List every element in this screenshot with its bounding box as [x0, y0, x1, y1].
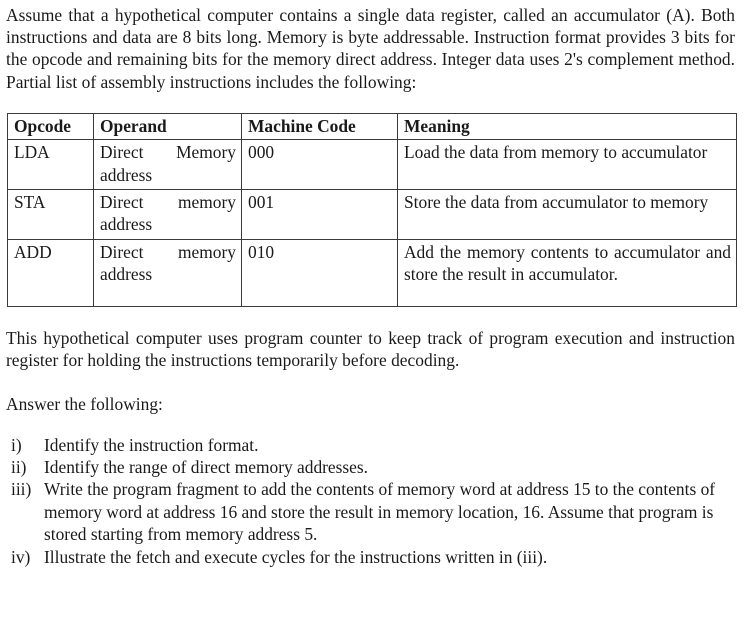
column-header-meaning: Meaning [397, 112, 737, 141]
list-item: iv) Illustrate the fetch and execute cycl… [11, 546, 735, 568]
questions-list: i) Identify the instruction format. ii) Id… [6, 434, 735, 568]
intro-paragraph: Assume that a hypothetical computer cont… [6, 5, 735, 92]
cell-machine-code: 001 [241, 189, 398, 241]
cell-meaning: Add the memory contents to accumulator a… [397, 239, 737, 308]
list-item: iii) Write the program fragment to add th… [11, 478, 735, 545]
column-header-machine-code: Machine Code [241, 112, 398, 141]
cell-operand: Direct Memory address [93, 139, 242, 191]
cell-machine-code: 010 [241, 239, 398, 308]
list-item-text: Illustrate the fetch and execute cycles … [44, 546, 548, 567]
table-row: LDA Direct Memory address 000 Load the d… [7, 139, 737, 191]
list-marker: i) [11, 434, 22, 455]
cell-machine-code: 000 [241, 139, 398, 191]
cell-opcode: ADD [7, 239, 94, 308]
table-row: STA Direct memory address 001 Store the … [7, 189, 737, 241]
cell-operand: Direct memory address [93, 239, 242, 308]
instruction-set-table: Opcode Operand Machine Code Meaning LDA … [7, 112, 737, 308]
cell-opcode: STA [7, 189, 94, 241]
post-table-paragraph: This hypothetical computer uses program … [6, 328, 735, 371]
column-header-opcode: Opcode [7, 112, 94, 141]
list-item-text: Identify the instruction format. [44, 434, 259, 455]
list-marker: iv) [11, 546, 31, 567]
list-marker: ii) [11, 457, 27, 478]
cell-meaning: Load the data from memory to accumulator [397, 139, 737, 191]
list-item-text: Identify the range of direct memory addr… [44, 457, 369, 478]
table-header-row: Opcode Operand Machine Code Meaning [7, 112, 737, 141]
spacer-before-table [6, 93, 735, 113]
answer-prompt: Answer the following: [6, 394, 163, 415]
list-marker: iii) [11, 479, 32, 500]
cell-opcode: LDA [7, 139, 94, 191]
spacer-before-prompt [6, 371, 735, 393]
list-item: ii) Identify the range of direct memory a… [11, 456, 735, 478]
list-item: i) Identify the instruction format. [11, 434, 735, 456]
spacer-after-table [6, 307, 735, 327]
spacer-before-list [6, 416, 735, 434]
cell-meaning: Store the data from accumulator to memor… [397, 189, 737, 241]
cell-operand: Direct memory address [93, 189, 242, 241]
table-row: ADD Direct memory address 010 Add the me… [7, 239, 737, 308]
column-header-operand: Operand [93, 112, 242, 141]
list-item-text: Write the program fragment to add the co… [44, 479, 716, 545]
